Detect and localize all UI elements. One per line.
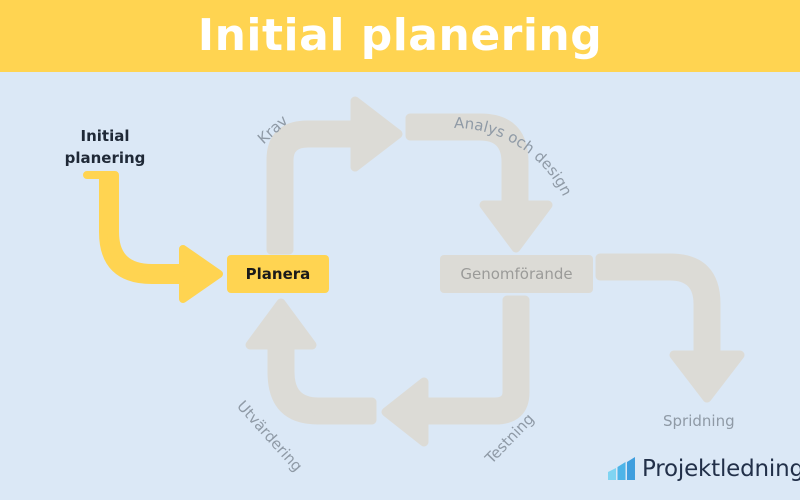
spridning-label: Spridning — [663, 412, 735, 430]
page-title: Initial planering — [197, 10, 603, 61]
initial-planering-label: Initial planering — [64, 127, 146, 167]
node-genomforande[interactable]: Genomförande — [440, 255, 593, 293]
krav-arrow — [266, 96, 403, 255]
analys-och-design-arrow — [405, 113, 553, 253]
testning-arrow — [381, 295, 530, 447]
initial-planering-arrow — [83, 171, 223, 303]
node-genomforande-label: Genomförande — [460, 265, 573, 283]
logo-text: Projektledning — [642, 455, 800, 482]
bar-chart-icon — [608, 457, 635, 480]
node-planera-label: Planera — [245, 265, 311, 283]
header-banner: Initial planering — [0, 0, 800, 72]
utvardering-arrow — [245, 298, 377, 425]
node-planera[interactable]: Planera — [227, 255, 329, 293]
spridning-arrow — [595, 253, 745, 403]
projektledning-logo[interactable]: Projektledning — [607, 457, 800, 481]
